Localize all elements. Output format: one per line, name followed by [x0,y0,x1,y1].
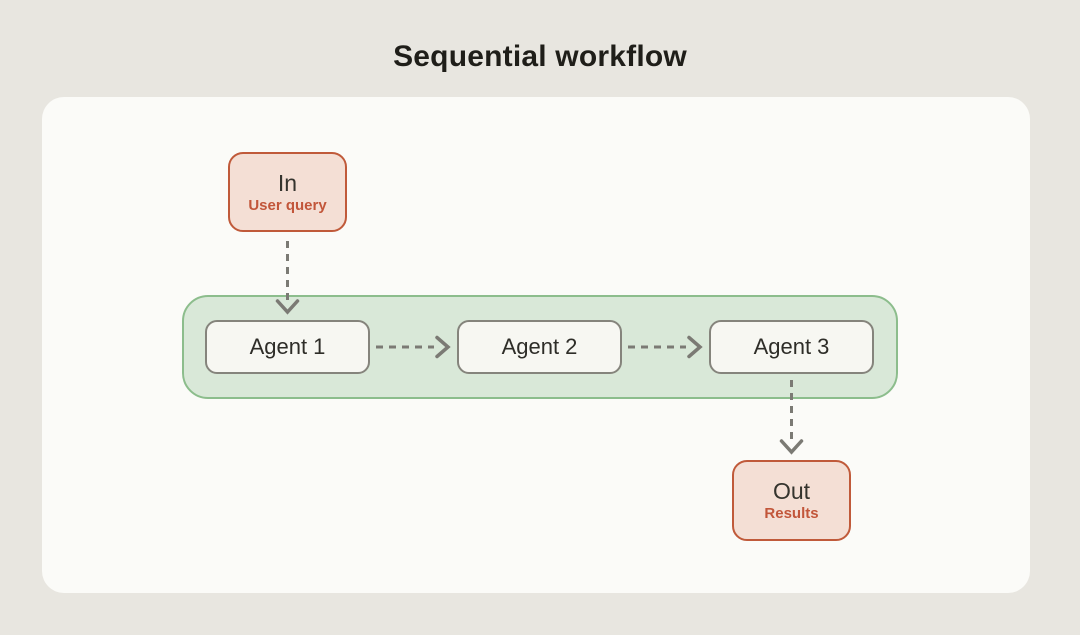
page-title: Sequential workflow [393,40,687,73]
agent-1-node: Agent 1 [205,320,370,374]
input-node: In User query [228,152,347,232]
output-node-sublabel: Results [764,505,819,522]
output-node-label: Out [772,478,811,504]
input-node-label: In [277,169,298,196]
input-node-sublabel: User query [248,196,327,214]
agent-3-node: Agent 3 [709,320,874,374]
agent-2-node: Agent 2 [457,320,622,374]
output-node: Out Results [732,460,851,541]
